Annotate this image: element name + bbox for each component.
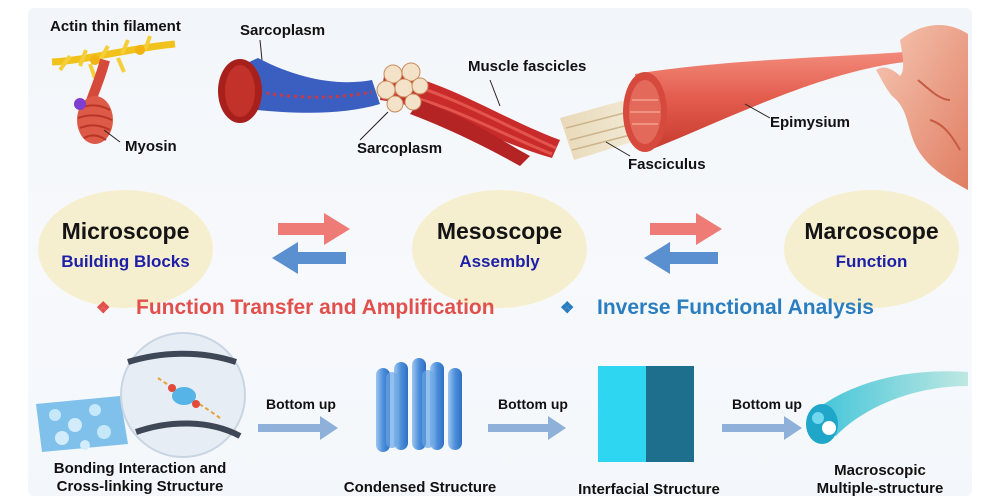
caption-condensed-structure: Condensed Structure	[343, 479, 497, 496]
bottom-up-label-3: Bottom up	[732, 396, 802, 412]
label-actin-thin-filament: Actin thin filament	[50, 18, 181, 35]
forward-arrow-1	[278, 213, 350, 245]
scale-title: Mesoscope	[436, 218, 563, 244]
scale-title: Microscope	[61, 218, 190, 244]
theme-inverse: Inverse Functional Analysis	[597, 296, 874, 319]
theme-forward: Function Transfer and Amplification	[136, 296, 495, 319]
bottom-up-arrows	[258, 416, 802, 440]
bottom-up-arrow-1	[258, 416, 338, 440]
interfacial-structure-illustration	[598, 366, 694, 462]
inverse-arrow-1	[272, 242, 346, 274]
bottom-up-arrow-2	[488, 416, 566, 440]
label-sarcoplasm-top: Sarcoplasm	[240, 22, 326, 39]
muscle-fascicles-illustration	[376, 62, 560, 166]
label-sarcoplasm-mid: Sarcoplasm	[357, 140, 443, 157]
crosslinking-block-illustration	[36, 396, 128, 452]
actin-filament-illustration	[51, 35, 176, 79]
condensed-structure-illustration	[376, 358, 462, 452]
caption-bonding-crosslinking: Bonding Interaction and Cross-linking St…	[30, 460, 250, 496]
caption-interfacial-structure: Interfacial Structure	[578, 481, 720, 498]
forward-diamond-icon: ❖	[96, 300, 111, 317]
label-myosin: Myosin	[125, 138, 177, 155]
caption-macroscopic-structure: Macroscopic Multiple-structure	[790, 462, 970, 498]
caption-line: Bonding Interaction and	[53, 460, 227, 477]
macroscopic-structure-illustration	[806, 371, 968, 444]
caption-line: Multiple-structure	[816, 480, 944, 497]
bottom-up-label-2: Bottom up	[498, 396, 568, 412]
sarcoplasm-cylinder-illustration	[218, 58, 380, 123]
myosin-illustration	[74, 58, 113, 144]
caption-line: Macroscopic	[834, 462, 926, 479]
forward-arrow-2	[650, 213, 722, 245]
scale-arrows	[272, 213, 722, 274]
bottom-up-arrow-3	[722, 416, 802, 440]
bottom-up-label-1: Bottom up	[266, 396, 336, 412]
scale-mesoscope: Mesoscope Assembly	[412, 190, 587, 308]
scale-marcoscope: Marcoscope Function	[784, 190, 959, 308]
label-fasciculus: Fasciculus	[628, 156, 706, 173]
leader-lines	[103, 39, 771, 157]
inverse-arrow-2	[644, 242, 718, 274]
scale-subtitle: Assembly	[459, 252, 540, 271]
scale-subtitle: Building Blocks	[61, 252, 190, 271]
scale-microscope: Microscope Building Blocks	[38, 190, 213, 308]
epimysium-illustration	[623, 52, 905, 152]
label-epimysium: Epimysium	[770, 114, 851, 131]
human-arm-illustration	[876, 24, 968, 190]
caption-line: Cross-linking Structure	[56, 478, 224, 495]
label-muscle-fascicles: Muscle fascicles	[468, 58, 587, 75]
inverse-diamond-icon: ❖	[560, 300, 575, 317]
molecular-interaction-illustration	[120, 332, 246, 458]
scale-subtitle: Function	[835, 252, 908, 271]
scale-title: Marcoscope	[804, 218, 939, 244]
